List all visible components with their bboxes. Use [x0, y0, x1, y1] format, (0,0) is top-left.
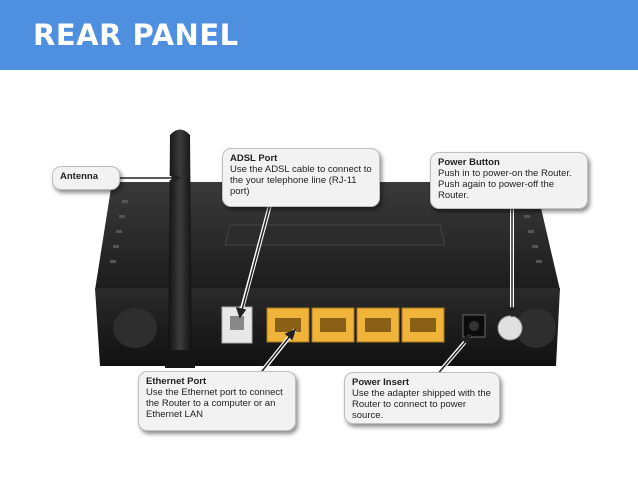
- antenna-callout-title: Antenna: [60, 171, 98, 182]
- power-button: [497, 315, 523, 341]
- power-insert-callout-title: Power Insert: [352, 377, 410, 388]
- antenna: [168, 129, 192, 365]
- adsl-port: [221, 306, 253, 344]
- power-button-callout-title: Power Button: [438, 157, 500, 168]
- power-button-callout: Power Button Push in to power-on the Rou…: [430, 152, 588, 209]
- router-foot-right: [516, 308, 556, 348]
- power-button-callout-text: Push in to power-on the Router. Push aga…: [438, 168, 572, 201]
- logo-emboss: [224, 224, 446, 246]
- power-insert-callout-text: Use the adapter shipped with the Router …: [352, 388, 491, 421]
- ethernet-port-callout: Ethernet Port Use the Ethernet port to c…: [138, 371, 296, 431]
- ethernet-port-callout-title: Ethernet Port: [146, 376, 207, 387]
- page-title: REAR PANEL: [33, 18, 239, 52]
- power-insert-callout: Power Insert Use the adapter shipped wit…: [344, 372, 500, 424]
- ethernet-port-callout-text: Use the Ethernet port to connect the Rou…: [146, 387, 283, 420]
- adsl-port-callout: ADSL Port Use the ADSL cable to connect …: [222, 148, 380, 207]
- antenna-callout: Antenna: [52, 166, 120, 190]
- title-banner: REAR PANEL: [0, 0, 638, 70]
- adsl-port-callout-title: ADSL Port: [230, 153, 278, 164]
- adsl-port-callout-text: Use the ADSL cable to connect to the you…: [230, 164, 372, 197]
- router-foot-left: [113, 308, 157, 348]
- ethernet-ports: [266, 307, 445, 343]
